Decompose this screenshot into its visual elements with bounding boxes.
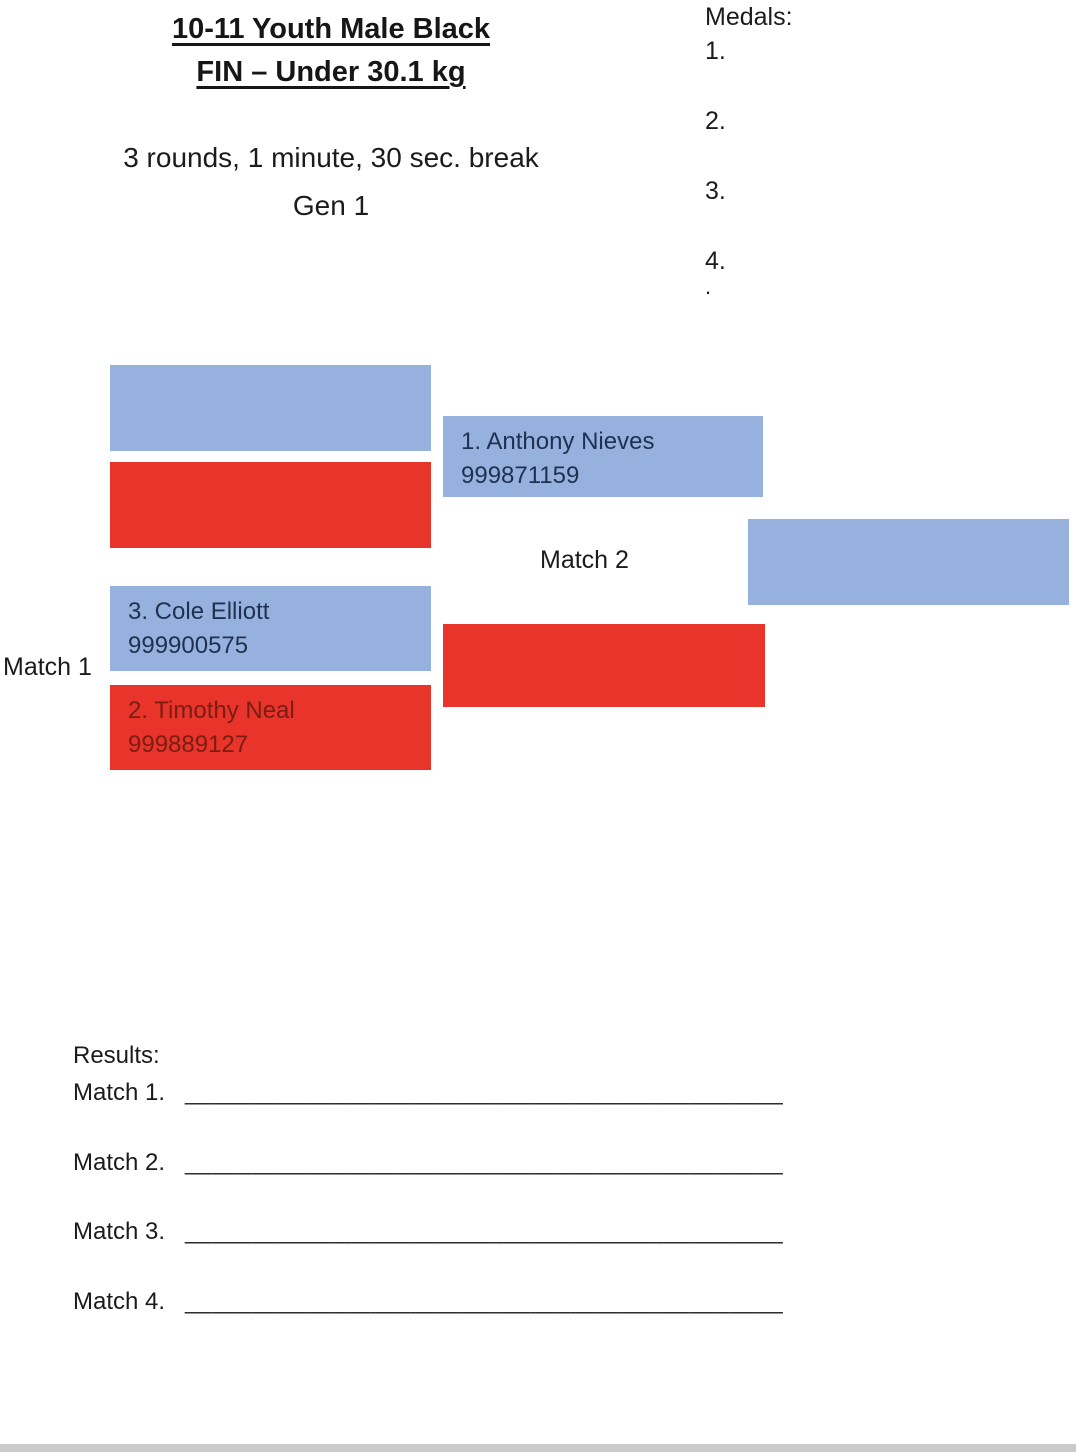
medal-place-3: 3. [705,177,726,205]
bracket-slot-timothy-neal: 2. Timothy Neal 999889127 [110,685,431,770]
division-title-line2: FIN – Under 30.1 kg [196,56,466,88]
page-header: 10-11 Youth Male Black FIN – Under 30.1 … [0,8,662,94]
medal-place-4: 4. [705,247,726,275]
competitor-name: 2. Timothy Neal [128,697,295,724]
bracket-slot-round1-blue-top [110,365,431,451]
division-title-line1: 10-11 Youth Male Black [171,13,491,45]
result-row-match1: Match 1. ________________________________… [73,1077,783,1108]
result-match-label: Match 1. [73,1079,166,1106]
competitor-id: 999900575 [128,632,249,659]
bracket-slot-cole-elliott: 3. Cole Elliott 999900575 [110,586,431,671]
result-match-label: Match 4. [73,1288,166,1315]
result-row-match4: Match 4. ________________________________… [73,1286,783,1317]
medal-place-2: 2. [705,107,726,135]
result-row-match2: Match 2. ________________________________… [73,1147,783,1178]
competitor-id: 999871159 [461,462,580,489]
bracket-slot-round2-red [443,624,765,707]
result-blank-line: ________________________________________… [185,1288,784,1314]
generation-info: Gen 1 [292,190,370,221]
bracket-slot-anthony-nieves: 1. Anthony Nieves 999871159 [443,416,763,497]
match-format: 3 rounds, 1 minute, 30 sec. break Gen 1 [0,134,662,230]
match2-label: Match 2 [540,546,629,574]
medals-heading: Medals: [705,3,793,31]
rounds-info: 3 rounds, 1 minute, 30 sec. break [123,142,539,173]
result-blank-line: ________________________________________… [185,1079,784,1105]
competitor-id: 999889127 [128,731,249,758]
medal-place-1: 1. [705,37,726,65]
viewer-bottom-edge [0,1444,1076,1452]
result-row-match3: Match 3. ________________________________… [73,1216,783,1247]
result-blank-line: ________________________________________… [185,1149,784,1175]
competitor-name: 3. Cole Elliott [128,598,270,625]
match1-label: Match 1 [3,653,92,681]
medal-place-extra-dot: . [705,274,712,299]
competitor-name: 1. Anthony Nieves [461,428,655,455]
bracket-slot-round1-red-top [110,462,431,548]
bracket-slot-final-winner [748,519,1069,605]
results-heading: Results: [73,1042,160,1069]
result-blank-line: ________________________________________… [185,1218,784,1244]
medals-list: Medals: 1. 2. 3. 4. . [705,0,925,320]
result-match-label: Match 2. [73,1149,166,1176]
result-match-label: Match 3. [73,1218,166,1245]
